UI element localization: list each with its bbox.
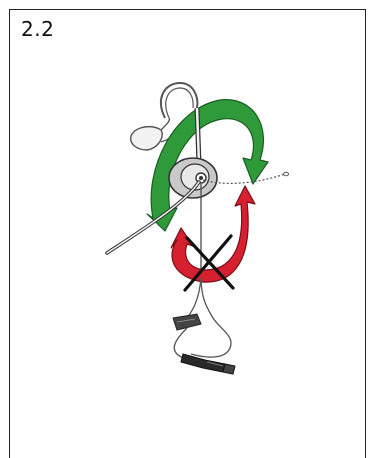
headset-illustration	[95, 78, 295, 390]
cord-and-clip	[173, 278, 231, 364]
step-label: 2.2	[21, 17, 54, 41]
